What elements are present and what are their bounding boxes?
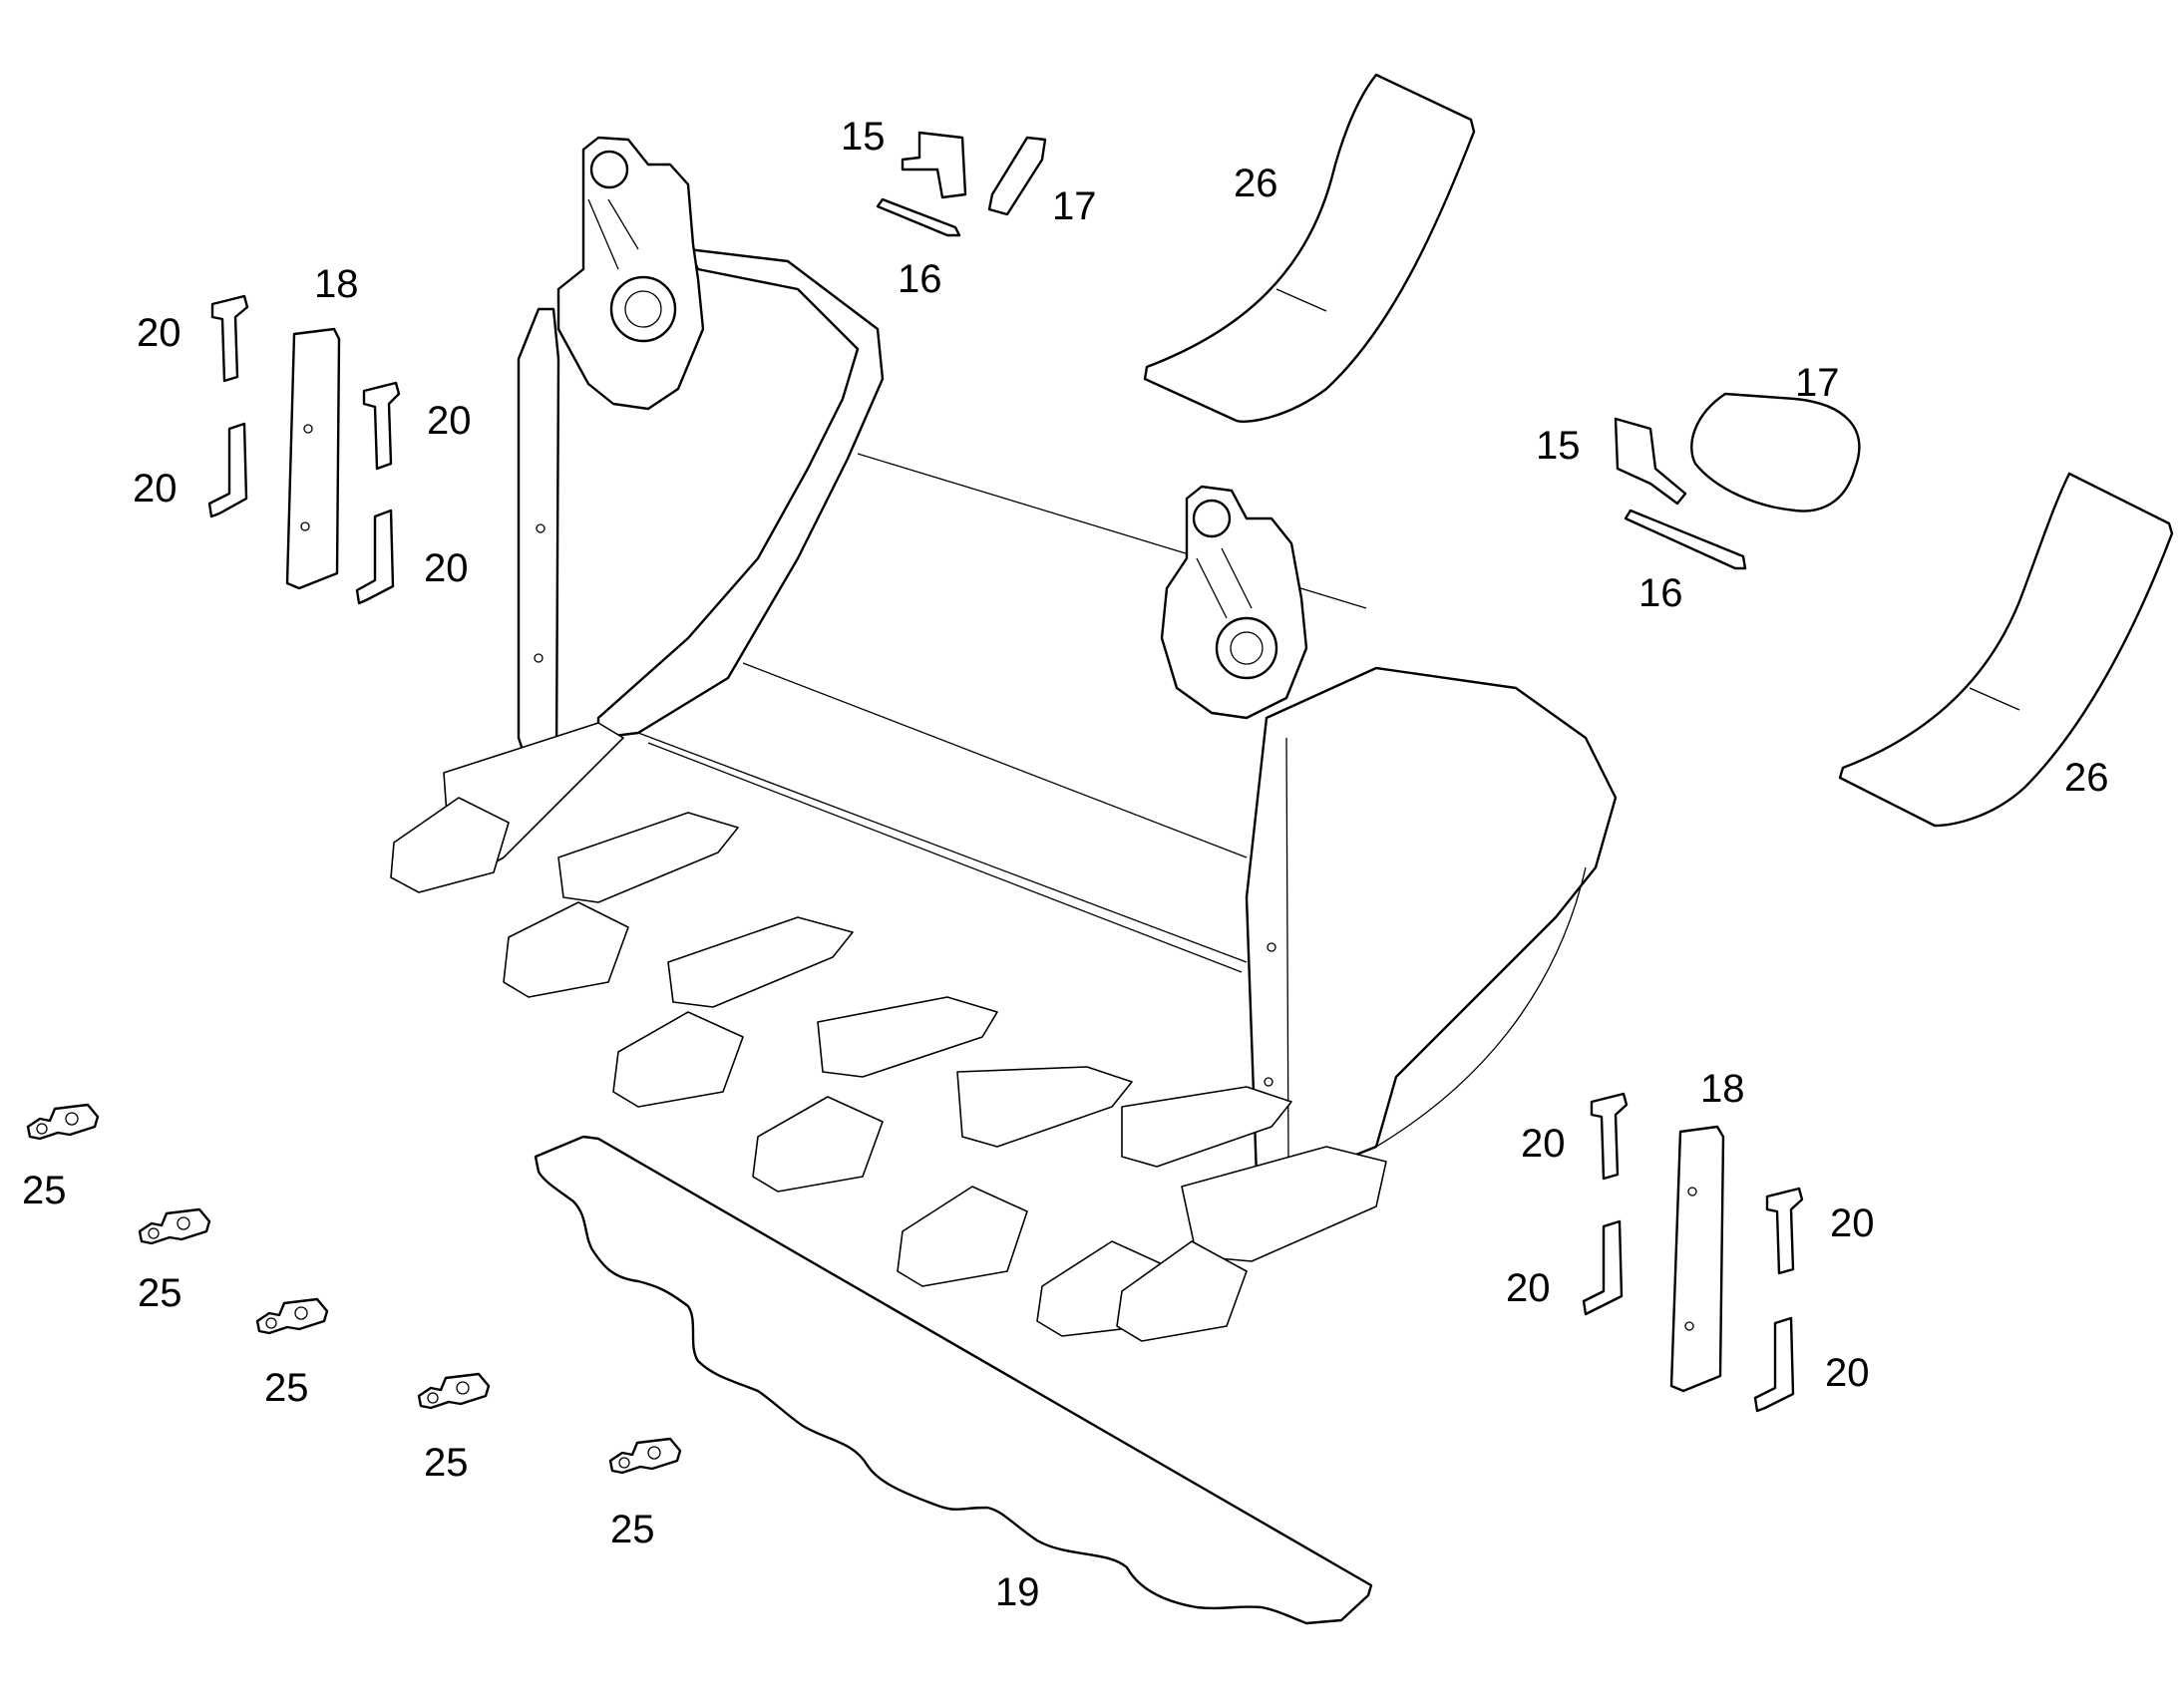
part-25-clip-1 [26, 1103, 100, 1141]
callout-labels: 15 16 17 26 18 20 20 20 20 15 16 17 26 1… [22, 115, 2109, 1614]
part-20-bracket-d [355, 509, 395, 605]
bucket-right-side-plate [1245, 666, 1618, 1179]
part-19-cutting-edge [534, 1135, 1373, 1625]
callout-20-left-a: 20 [137, 311, 182, 355]
part-20-bracket-e [1590, 1092, 1629, 1181]
tooth-2 [612, 916, 854, 1108]
part-20-bracket-c [207, 422, 248, 518]
part-18-plate-left [285, 327, 341, 590]
callout-20-left-b: 20 [427, 399, 472, 443]
callout-25-d: 25 [424, 1441, 469, 1485]
callout-26-right: 26 [2064, 756, 2109, 800]
part-15-shim-right [1614, 417, 1687, 506]
part-17-pad-top [987, 136, 1047, 216]
callout-17-top: 17 [1052, 184, 1097, 228]
bucket-teeth [503, 812, 1387, 1342]
part-17-pad-right [1690, 392, 1861, 512]
tooth-6 [1116, 1146, 1387, 1342]
tooth-4 [897, 1066, 1133, 1287]
part-20-bracket-g [1582, 1219, 1624, 1316]
part-26-wear-strip-right [1838, 472, 2174, 828]
callout-20-left-d: 20 [424, 546, 469, 590]
part-25-clip-3 [255, 1297, 329, 1335]
callout-19: 19 [995, 1570, 1040, 1614]
part-20-bracket-f [1765, 1187, 1804, 1275]
callout-26-top: 26 [1234, 162, 1278, 205]
part-25-clip-5 [608, 1437, 682, 1475]
callout-25-b: 25 [138, 1271, 182, 1315]
callout-20-right-b: 20 [1830, 1201, 1875, 1245]
callout-25-c: 25 [264, 1366, 309, 1410]
callout-16-right: 16 [1638, 571, 1683, 615]
callout-20-right-d: 20 [1825, 1351, 1870, 1395]
callout-16-top: 16 [898, 257, 942, 301]
bucket-right-hitch [1160, 485, 1308, 720]
part-25-clip-4 [417, 1372, 491, 1410]
bucket-assembly [390, 136, 1618, 1342]
part-16-strip-right [1624, 509, 1747, 570]
part-25-clip-2 [138, 1207, 211, 1245]
callout-17-right: 17 [1795, 361, 1840, 405]
callout-15-top: 15 [841, 115, 886, 159]
callout-20-right-c: 20 [1506, 1266, 1551, 1310]
bucket-left-side-plate [517, 307, 560, 770]
tooth-1 [503, 812, 739, 998]
callout-20-right-a: 20 [1521, 1122, 1566, 1166]
part-20-bracket-b [362, 381, 401, 471]
part-26-wear-strip-top [1143, 73, 1476, 423]
callout-20-left-c: 20 [133, 467, 178, 511]
tooth-3 [752, 996, 998, 1193]
callout-18-right: 18 [1700, 1067, 1745, 1111]
callout-25-e: 25 [610, 1508, 655, 1551]
part-16-strip-top [876, 197, 961, 237]
part-15-shim-top [901, 131, 967, 199]
part-20-bracket-a [210, 294, 249, 383]
callout-25-a: 25 [22, 1169, 67, 1212]
callout-15-right: 15 [1536, 424, 1581, 468]
part-20-bracket-h [1753, 1316, 1795, 1413]
part-18-plate-right [1669, 1125, 1725, 1393]
callout-18-left: 18 [314, 262, 359, 306]
bucket-left-hitch [556, 136, 705, 411]
